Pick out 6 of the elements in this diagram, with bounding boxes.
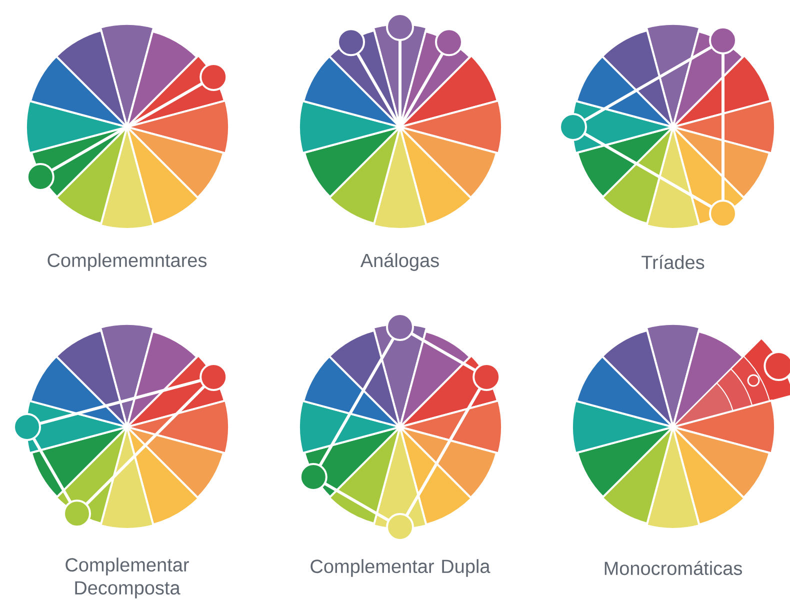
wheel-caption: Monocromáticas xyxy=(604,560,742,576)
wheel-caption: Tríades xyxy=(642,254,704,270)
wheel-caption: Complementar Decomposta xyxy=(66,558,189,598)
wheel-caption: Complememntares xyxy=(48,253,207,271)
wheel-caption: Complementar Dupla xyxy=(310,559,490,577)
wheel-caption: Análogas xyxy=(360,253,439,271)
